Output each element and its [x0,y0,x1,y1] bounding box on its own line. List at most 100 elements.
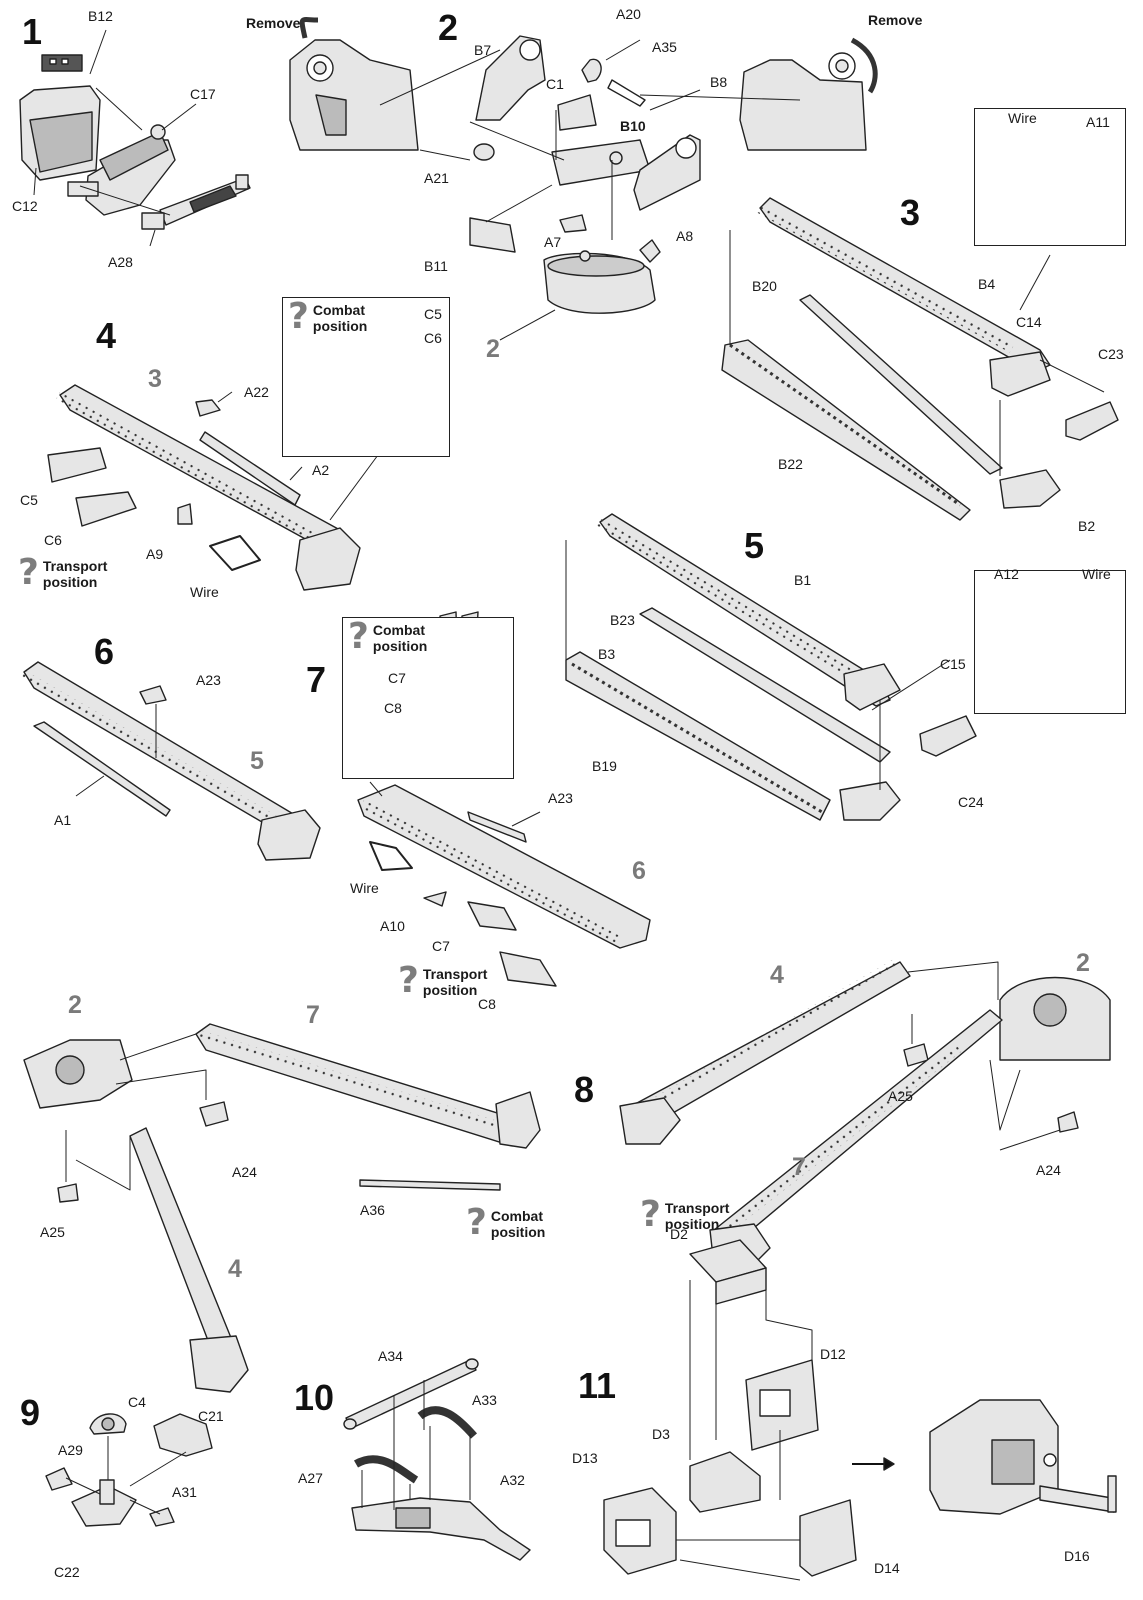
part-label-a25: A25 [888,1088,913,1104]
part-label-b2: B2 [1078,518,1096,534]
part-label-b3: B3 [598,646,616,662]
subassembly-ref: 4 [228,1255,242,1283]
part-label-a1: A1 [54,812,72,828]
step-6-parts [20,661,321,861]
part-label-a36: A36 [360,1202,385,1218]
part-label-wire: Wire [190,584,219,600]
subassembly-ref: 2 [68,991,82,1019]
part-label-b12: B12 [88,8,113,24]
part-label-c17: C17 [190,86,216,102]
note-combat-position-step-7: ? Combat position [348,619,443,655]
part-label-c8: C8 [478,996,496,1012]
part-label-a12: A12 [994,566,1019,582]
note-combat-position-step-4: ? Combat position [288,296,383,337]
part-label-a2: A2 [312,462,330,478]
subassembly-ref: 2 [486,335,500,363]
note-transport-position-step-4: ? Transport position [18,552,123,593]
part-label-c21: C21 [198,1408,224,1424]
step-number-10: 10 [294,1377,335,1418]
part-label-c12: C12 [12,198,38,214]
step-number-9: 9 [20,1392,41,1433]
step-2-parts [289,17,878,314]
step-number-5: 5 [744,525,765,566]
part-label-a29: A29 [58,1442,83,1458]
part-label-c4: C4 [128,1394,146,1410]
step-7-inset-box [342,617,514,779]
part-label-b7: B7 [474,42,492,58]
subassembly-ref: 5 [250,747,264,775]
part-label-b20: B20 [752,278,777,294]
part-label-b4: B4 [978,276,996,292]
part-label-a27: A27 [298,1470,323,1486]
part-label-a23: A23 [196,672,221,688]
part-label-a34: A34 [378,1348,403,1364]
step-4-inset-box [282,297,450,457]
step-3-inset-box [974,108,1126,246]
part-label-d3: D3 [652,1426,670,1442]
part-label-wire: Wire [1082,566,1111,582]
question-mark-icon: ? [640,1194,661,1235]
part-label-c24: C24 [958,794,984,810]
step-number-3: 3 [900,192,921,233]
part-label-a24: A24 [232,1164,257,1180]
part-label-a7: A7 [544,234,562,250]
step-10-parts [343,1358,531,1561]
part-label-a8: A8 [676,228,694,244]
part-label-a9: A9 [146,546,164,562]
note-text: Combat position [490,1208,546,1240]
question-mark-icon: ? [18,552,39,593]
part-label-a11: A11 [1086,114,1110,130]
part-label-remove: Remove [246,15,301,31]
part-label-a23: A23 [548,790,573,806]
part-label-a33: A33 [472,1392,497,1408]
part-label-c6: C6 [424,330,442,346]
part-label-c15: C15 [940,656,966,672]
step-number-6: 6 [94,631,115,672]
step-number-4: 4 [96,315,117,356]
part-label-c5: C5 [424,306,442,322]
note-text: Combat position [312,302,368,334]
part-label-c7: C7 [432,938,450,954]
part-label-b23: B23 [610,612,635,628]
step-number-2: 2 [438,7,459,48]
step-number-8: 8 [574,1069,595,1110]
part-label-wire: Wire [350,880,379,896]
part-label-c22: C22 [54,1564,80,1580]
part-label-c5: C5 [20,492,38,508]
part-label-a31: A31 [172,1484,197,1500]
subassembly-ref: 4 [770,961,784,989]
part-label-b19: B19 [592,758,617,774]
step-11-parts [603,1239,1117,1577]
step-5-inset-box [974,570,1126,714]
note-text: Transport position [42,558,108,590]
step-3-parts [721,169,1119,521]
step-8-parts [23,958,1111,1393]
subassembly-ref: 3 [148,365,162,393]
part-label-c23: C23 [1098,346,1124,362]
note-text: Transport position [664,1200,730,1232]
question-mark-icon: ? [466,1202,487,1243]
part-label-b1: B1 [794,572,812,588]
subassembly-ref: 2 [1076,949,1090,977]
part-label-d13: D13 [572,1450,598,1466]
question-mark-icon: ? [398,960,419,1001]
part-label-d2: D2 [670,1226,688,1242]
step-number-1: 1 [22,11,43,52]
step-1-parts [19,54,251,230]
part-label-c6: C6 [44,532,62,548]
part-label-b22: B22 [778,456,803,472]
part-label-a25: A25 [40,1224,65,1240]
part-label-a21: A21 [424,170,449,186]
part-label-d14: D14 [874,1560,900,1576]
part-label-d16: D16 [1064,1548,1090,1564]
step-number-7: 7 [306,659,327,700]
part-label-b8: B8 [710,74,728,90]
subassembly-ref: 7 [306,1001,320,1029]
step-5-parts [565,513,1093,821]
part-label-b10: B10 [620,118,646,134]
note-combat-position-step-8: ? Combat position [466,1202,561,1243]
subassembly-ref: 7 [792,1153,806,1181]
subassembly-ref: 6 [632,857,646,885]
question-mark-icon: ? [288,296,309,337]
